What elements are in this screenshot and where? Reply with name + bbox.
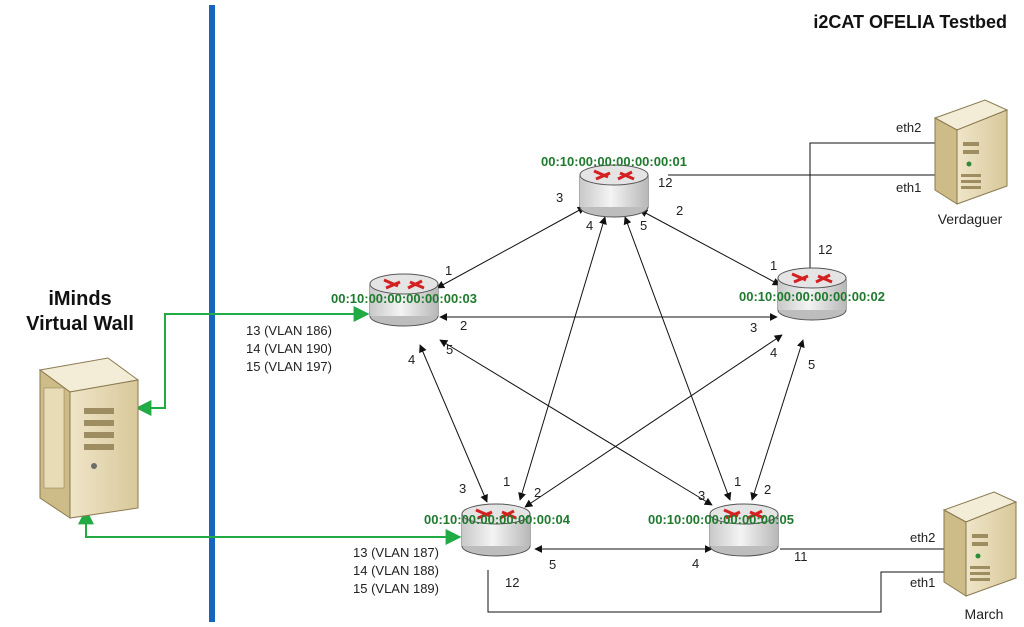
switch-s2[interactable] bbox=[777, 267, 847, 321]
link-s1-s3 bbox=[436, 206, 586, 289]
vlan-s4-2: 15 (VLAN 189) bbox=[353, 581, 439, 596]
port-s5-to-s1: 1 bbox=[734, 474, 741, 489]
march-label: March bbox=[965, 606, 1004, 622]
port-s4-to-march: 12 bbox=[505, 575, 519, 590]
port-s3-to-s4: 4 bbox=[408, 352, 415, 367]
port-s1-to-s3: 3 bbox=[556, 190, 563, 205]
port-s1-to-s2: 2 bbox=[676, 203, 683, 218]
port-s1-to-verdaguer: 12 bbox=[658, 175, 672, 190]
dpid-label-s2: 00:10:00:00:00:00:00:02 bbox=[739, 289, 885, 304]
port-s3-to-s2: 2 bbox=[460, 318, 467, 333]
dpid-label-s1: 00:10:00:00:00:00:00:01 bbox=[541, 154, 687, 169]
march-eth2-label: eth2 bbox=[910, 530, 935, 545]
server-links bbox=[487, 142, 945, 613]
vlan-s3-0: 13 (VLAN 186) bbox=[246, 323, 332, 338]
verdaguer-label: Verdaguer bbox=[938, 211, 1003, 227]
link-s2-verdaguer-eth2 bbox=[809, 142, 940, 275]
vlan-s3-2: 15 (VLAN 197) bbox=[246, 359, 332, 374]
link-s1-s2 bbox=[639, 209, 781, 286]
link-s3-s4 bbox=[419, 344, 488, 503]
vlan-labels-s4: 13 (VLAN 187) 14 (VLAN 188) 15 (VLAN 189… bbox=[353, 545, 439, 596]
switch-s4[interactable] bbox=[461, 503, 531, 557]
link-s2-s5 bbox=[750, 339, 805, 501]
link-s1-s4 bbox=[518, 216, 607, 501]
vlan-s4-1: 14 (VLAN 188) bbox=[353, 563, 439, 578]
verdaguer-eth2-label: eth2 bbox=[896, 120, 921, 135]
port-s1-to-s4: 4 bbox=[586, 218, 593, 233]
march-eth1-label: eth1 bbox=[910, 575, 935, 590]
vlan-s3-1: 14 (VLAN 190) bbox=[246, 341, 332, 356]
switch-s5[interactable] bbox=[709, 503, 779, 557]
switches bbox=[369, 164, 847, 557]
iminds-server-icon[interactable] bbox=[38, 357, 140, 519]
link-s4-march-eth1 bbox=[487, 570, 945, 613]
vw-link-s3 bbox=[135, 306, 370, 416]
port-s1-to-s5: 5 bbox=[640, 218, 647, 233]
port-labels: 3 2 4 5 12 1 3 4 5 12 1 2 4 5 1 2 3 5 12… bbox=[408, 175, 832, 590]
port-s4-to-s5: 5 bbox=[549, 557, 556, 572]
switch-s1[interactable] bbox=[579, 164, 649, 218]
virtual-wall-links bbox=[78, 306, 462, 545]
port-s2-to-s1: 1 bbox=[770, 258, 777, 273]
link-s2-s4 bbox=[524, 334, 783, 508]
link-s1-s5 bbox=[623, 216, 732, 501]
port-s2-to-verdaguer: 12 bbox=[818, 242, 832, 257]
link-s3-s5 bbox=[439, 339, 713, 506]
iminds-label-line2: Virtual Wall bbox=[26, 313, 134, 335]
port-s5-to-s3: 3 bbox=[698, 488, 705, 503]
dpid-label-s4: 00:10:00:00:00:00:00:04 bbox=[424, 512, 571, 527]
vlan-s4-0: 13 (VLAN 187) bbox=[353, 545, 439, 560]
verdaguer-eth1-label: eth1 bbox=[896, 180, 921, 195]
vlan-labels-s3: 13 (VLAN 186) 14 (VLAN 190) 15 (VLAN 197… bbox=[246, 323, 332, 374]
port-s5-to-s2: 2 bbox=[764, 482, 771, 497]
port-s4-to-s2: 2 bbox=[534, 485, 541, 500]
switch-s3[interactable] bbox=[369, 273, 439, 327]
port-s2-to-s3: 3 bbox=[750, 320, 757, 335]
port-s5-to-march: 11 bbox=[794, 549, 808, 564]
port-s4-to-s3: 3 bbox=[459, 481, 466, 496]
iminds-label-line1: iMinds bbox=[48, 288, 111, 310]
port-s4-to-s1: 1 bbox=[503, 474, 510, 489]
vw-link-s4 bbox=[78, 508, 462, 545]
port-s5-to-s4: 4 bbox=[692, 556, 699, 571]
dpid-label-s5: 00:10:00:00:00:00:00:05 bbox=[648, 512, 794, 527]
port-s3-to-s5: 5 bbox=[446, 342, 453, 357]
testbed-title: i2CAT OFELIA Testbed bbox=[813, 12, 1007, 32]
dpid-label-s3: 00:10:00:00:00:00:00:03 bbox=[331, 291, 477, 306]
verdaguer-server-icon[interactable] bbox=[933, 99, 1009, 205]
march-server-icon[interactable] bbox=[942, 491, 1018, 597]
port-s3-to-s1: 1 bbox=[445, 263, 452, 278]
inter-switch-links bbox=[419, 206, 805, 553]
port-s2-to-s4: 4 bbox=[770, 345, 777, 360]
port-s2-to-s5: 5 bbox=[808, 357, 815, 372]
